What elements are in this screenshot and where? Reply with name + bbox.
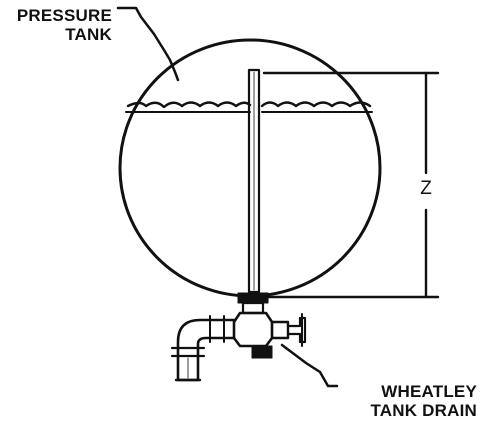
water-surface xyxy=(126,101,372,109)
dimension-z-label: Z xyxy=(420,178,432,199)
drain-valve-handle xyxy=(270,320,290,340)
dip-tube xyxy=(247,68,261,294)
pressure-tank-label: PRESSURE TANK xyxy=(0,6,112,44)
drain-valve-body xyxy=(232,311,274,348)
pressure-tank-label-line1: PRESSURE xyxy=(16,6,112,25)
tank-drain-label-line2: TANK DRAIN xyxy=(370,401,477,420)
pressure-tank-label-line2: TANK xyxy=(65,25,112,44)
drain-leader xyxy=(280,343,339,388)
tank-drain-label-line1: WHEATLEY xyxy=(381,382,477,401)
tank-drain-label: WHEATLEY TANK DRAIN xyxy=(340,382,477,420)
drain-spout xyxy=(176,318,236,382)
pressure-tank-leader xyxy=(116,6,180,82)
tank-outlet-fitting xyxy=(237,292,269,304)
